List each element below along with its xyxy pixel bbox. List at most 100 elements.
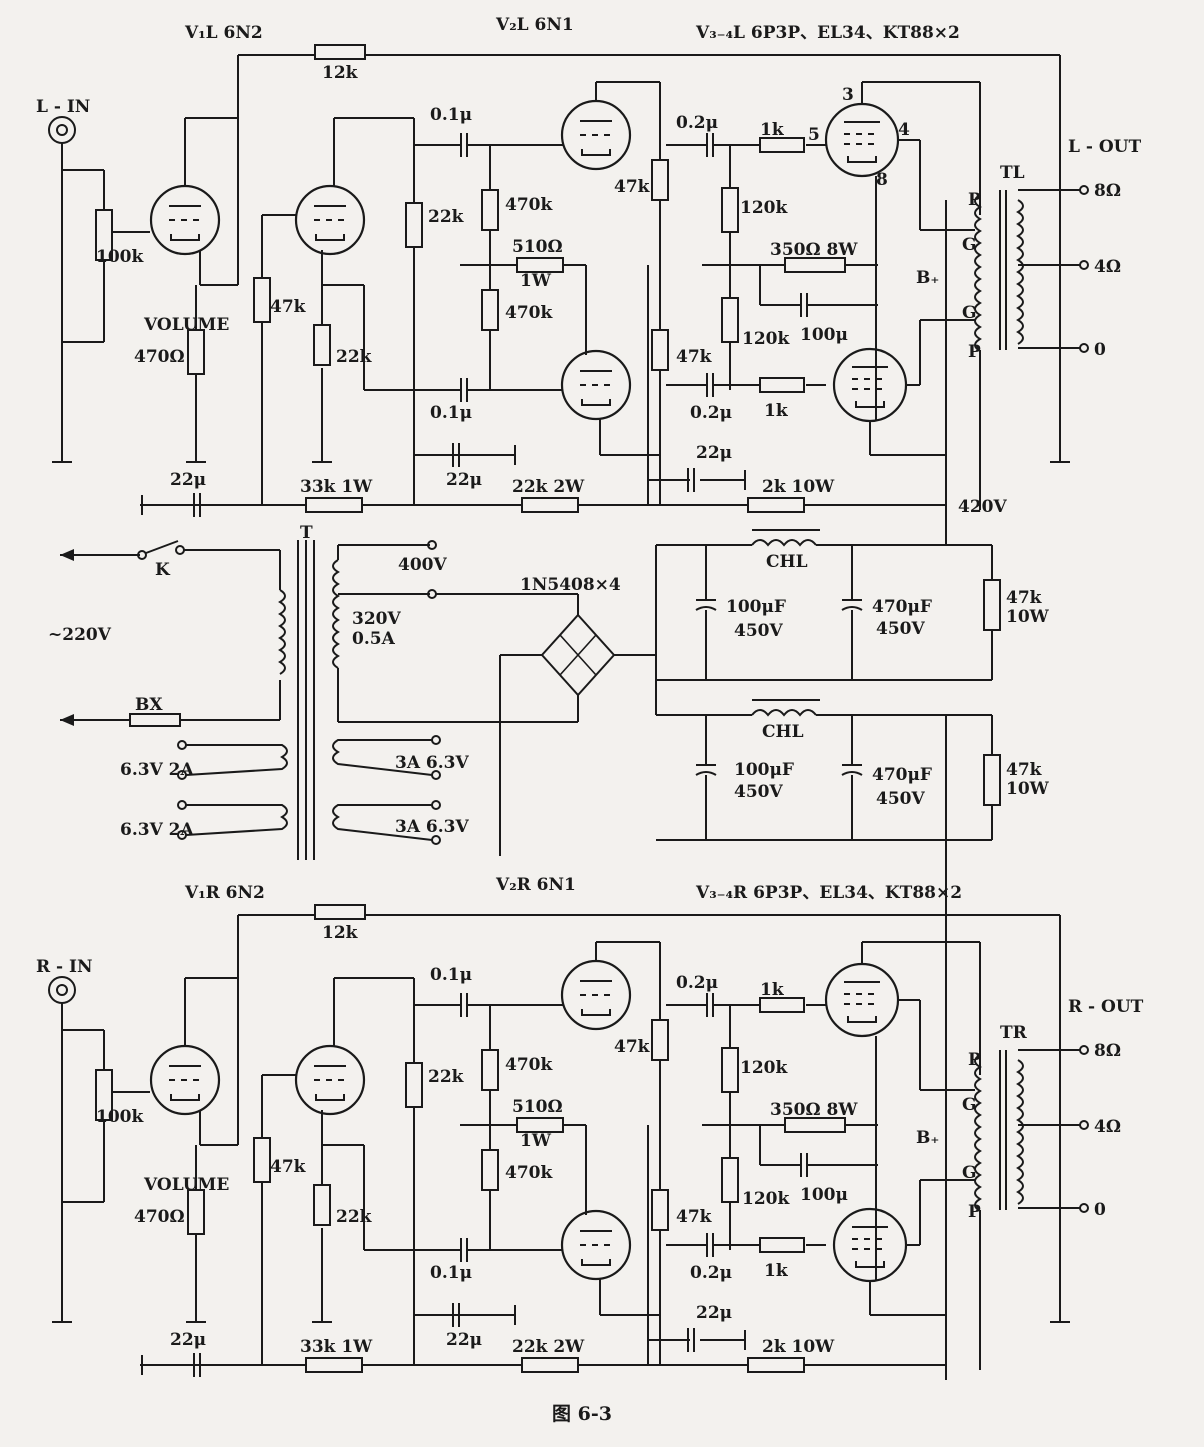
r22k-label: 22k [428,207,465,227]
bridge-label: 1N5408×4 [520,575,621,595]
r470k-b-label: 470k [505,1163,553,1183]
feedback-value: 12k [322,63,359,83]
r47k-3-label: 47k [676,1207,713,1227]
volume-label: VOLUME [143,315,229,335]
tap-g2: G [962,303,977,323]
r1k-b-label: 1k [764,1261,789,1281]
r2k-label: 2k 10W [762,1337,835,1357]
r120k-b-label: 120k [742,1189,790,1209]
cap-450v-c: 450V [734,782,783,802]
r120k-a-label: 120k [740,1058,788,1078]
tap-4ohm: 4Ω [1094,257,1121,277]
r1w-label: 1W [520,271,552,291]
r33k-1w [305,497,363,513]
v34-label: V₃₋₄L 6P3P、EL34、KT88×2 [695,23,960,43]
output-label: R - OUT [1068,997,1144,1017]
c100-label: 100μ [800,325,848,345]
heater-1: 6.3V 2A [120,760,195,780]
grid-470k-b [481,1149,499,1191]
v2-driver-tube [294,184,366,256]
r470k-a-label: 470k [505,195,553,215]
v1-label: V₁R 6N2 [184,883,265,903]
bplus-label: B₊ [916,1128,939,1148]
tap-4ohm: 4Ω [1094,1117,1121,1137]
choke-1-label: CHL [766,552,808,572]
r33k-label: 33k 1W [300,1337,373,1357]
cap-450v-d: 450V [876,789,925,809]
v2-label: V₂R 6N1 [495,875,576,895]
r510-label: 510Ω [512,237,563,257]
r22k-b-label: 22k [336,1207,373,1227]
grid-stopper-1k-a [759,997,805,1013]
figure-caption: 图 6-3 [552,1403,612,1425]
coupling-cap-4: 0.2μ [690,403,732,423]
grid-470k-b [481,289,499,331]
bplus-label: B₊ [916,268,939,288]
plate-47k-a [651,159,669,201]
cap-450v-b: 450V [876,619,925,639]
choke-2-label: CHL [762,722,804,742]
grid-470k-a [481,189,499,231]
cathode-470 [187,1189,205,1235]
c22-b-label: 22μ [446,470,482,490]
r2k-10w [747,497,805,513]
v2-label: V₂L 6N1 [495,15,574,35]
r2k-label: 2k 10W [762,477,835,497]
c22-b-label: 22μ [446,1330,482,1350]
r350-label: 350Ω 8W [770,1100,858,1120]
r33k-1w [305,1357,363,1373]
fuse-label: BX [135,695,163,715]
plate-load-47k [253,277,271,323]
tap-p2: P [968,1202,981,1222]
r22k-b [313,324,331,366]
pin-3: 3 [842,85,854,105]
r47k-3-label: 47k [676,347,713,367]
tap-p2: P [968,342,981,362]
r1k-b-label: 1k [764,401,789,421]
heater-4: 3A 6.3V [395,817,470,837]
hv-400v: 400V [398,555,447,575]
output-tube-b [832,347,908,423]
r47k-2-label: 47k [614,1037,651,1057]
output-tube-a [824,102,900,178]
transformer-label: T [300,523,313,543]
r2k-10w [747,1357,805,1373]
grid-120k-a [721,187,739,233]
output-label: L - OUT [1068,137,1141,157]
bleeder-r-a: 47k [1006,588,1043,608]
hv-320v: 320V [352,609,401,629]
grid-120k-a [721,1047,739,1093]
r33k-label: 33k 1W [300,477,373,497]
coupling-cap-4: 0.2μ [690,1263,732,1283]
grid-120k-b [721,297,739,343]
grid-470k-a [481,1049,499,1091]
pin-8: 8 [876,170,888,190]
tap-g2: G [962,1163,977,1183]
r350-label: 350Ω 8W [770,240,858,260]
r22k-b-label: 22k [336,347,373,367]
tap-8ohm: 8Ω [1094,181,1121,201]
bleeder-w-a: 10W [1006,607,1050,627]
r350-8w [784,257,846,273]
plate-47k-a [651,1019,669,1061]
r1w-label: 1W [520,1131,552,1151]
c22-c-label: 22μ [696,1303,732,1323]
r47k-1-label: 47k [270,1157,307,1177]
plate-47k-b [651,1189,669,1231]
output-tube-b [832,1207,908,1283]
r120k-b-label: 120k [742,329,790,349]
plate-47k-b [651,329,669,371]
bleeder-r-b: 47k [1006,760,1043,780]
feedback-resistor [314,904,366,920]
r510-1w [516,257,564,273]
r22k-label: 22k [428,1067,465,1087]
b-plus-voltage: 420V [958,497,1007,517]
v2-driver-tube [294,1044,366,1116]
input-label: L - IN [36,97,90,117]
c22-a-label: 22μ [170,1330,206,1350]
r47k-2-label: 47k [614,177,651,197]
